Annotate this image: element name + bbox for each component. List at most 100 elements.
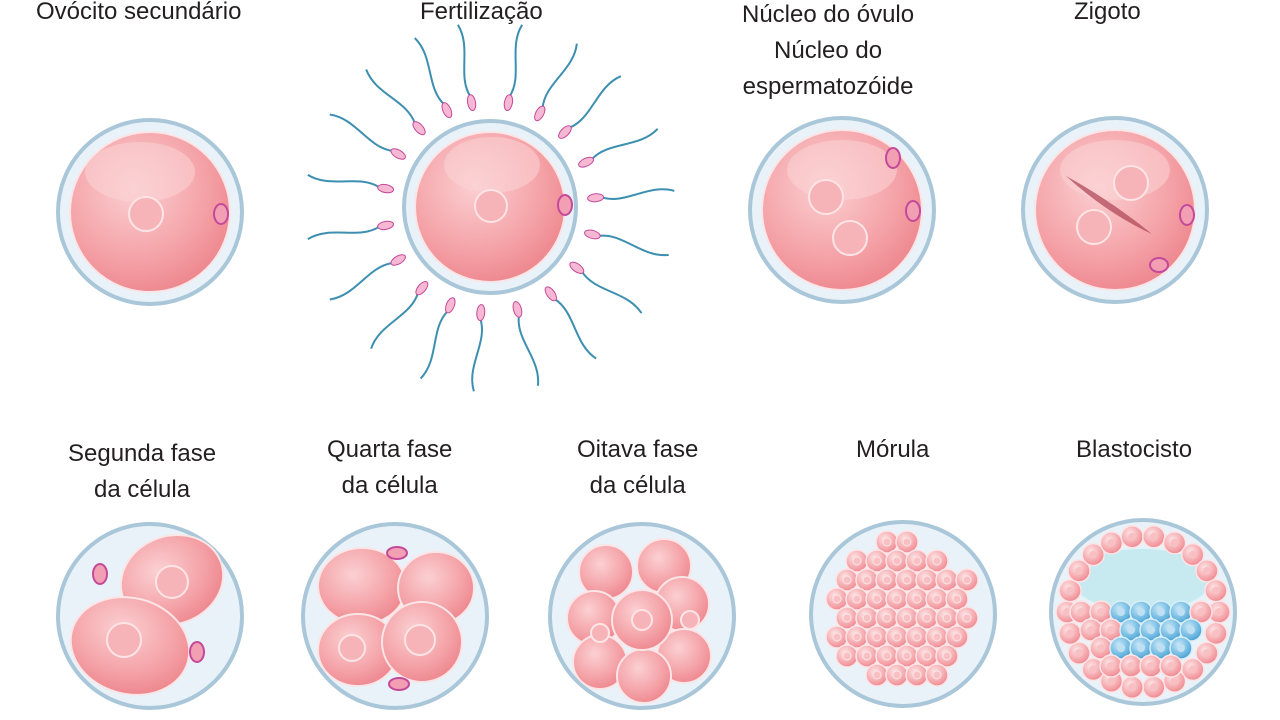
morula-cell bbox=[835, 644, 859, 668]
sperm bbox=[419, 297, 456, 380]
label-quarta-fase: Quarta fase da célula bbox=[327, 432, 452, 504]
nucleus bbox=[1076, 209, 1112, 245]
morula-cell bbox=[865, 549, 889, 573]
label-nucleos: Núcleo do óvulo Núcleo do espermatozóide bbox=[742, 0, 914, 105]
label-line: Mórula bbox=[856, 436, 930, 463]
morula-cell bbox=[865, 625, 889, 649]
morula-cell bbox=[875, 644, 899, 668]
polar-body bbox=[388, 677, 410, 691]
morula-cell bbox=[915, 606, 939, 630]
label-line: espermatozóide bbox=[742, 73, 914, 100]
sperm bbox=[457, 24, 477, 112]
morula-cell bbox=[865, 663, 889, 687]
stage-morula bbox=[809, 520, 997, 708]
sperm-cells bbox=[307, 24, 675, 392]
label-line: Zigoto bbox=[1074, 0, 1141, 25]
label-line: Núcleo do bbox=[774, 37, 883, 64]
sperm-nucleus bbox=[832, 220, 868, 256]
polar-body bbox=[386, 546, 408, 560]
label-line: Blastocisto bbox=[1076, 436, 1193, 463]
polar-body bbox=[1149, 257, 1169, 273]
stage-ovocito bbox=[56, 118, 244, 306]
stage-segunda bbox=[56, 522, 244, 710]
label-line: da célula bbox=[341, 472, 438, 499]
sperm bbox=[365, 69, 426, 136]
sperm bbox=[503, 24, 523, 112]
sperm bbox=[414, 37, 453, 119]
label-oitava-fase: Oitava fase da célula bbox=[577, 432, 698, 504]
sperm bbox=[587, 188, 675, 203]
morula-cell bbox=[905, 587, 929, 611]
morula-cell bbox=[825, 587, 849, 611]
morula-cell bbox=[935, 568, 959, 592]
morula-cell bbox=[925, 625, 949, 649]
stage-blastocisto bbox=[1049, 518, 1237, 706]
morula-cell bbox=[835, 606, 859, 630]
label-ovocito-secundario: Ovócito secundário bbox=[36, 0, 241, 30]
polar-body bbox=[213, 203, 229, 225]
label-blastocisto: Blastocisto bbox=[1076, 432, 1192, 468]
morula-cell bbox=[905, 549, 929, 573]
egg-nucleus bbox=[808, 179, 844, 215]
stage-zigoto bbox=[1021, 116, 1209, 304]
morula-cell bbox=[905, 625, 929, 649]
sperm bbox=[569, 261, 643, 314]
sperm bbox=[471, 304, 486, 392]
sperm bbox=[329, 254, 406, 301]
morula-cell bbox=[925, 549, 949, 573]
morula-cell bbox=[875, 530, 899, 554]
morula-cell bbox=[855, 606, 879, 630]
morula-cell bbox=[895, 530, 919, 554]
morula-cell bbox=[885, 625, 909, 649]
morula-cell bbox=[955, 568, 979, 592]
nucleus bbox=[474, 189, 508, 223]
stage-oitava bbox=[548, 522, 736, 710]
sperm bbox=[534, 43, 578, 122]
morula-cell bbox=[875, 568, 899, 592]
sperm bbox=[512, 301, 540, 386]
morula-cell bbox=[945, 587, 969, 611]
inner-cell-mass bbox=[1069, 600, 1213, 678]
sperm bbox=[307, 220, 395, 240]
sperm bbox=[558, 75, 622, 139]
label-zigoto: Zigoto bbox=[1074, 0, 1141, 30]
morula-cell bbox=[935, 606, 959, 630]
morula-cell bbox=[905, 663, 929, 687]
label-line: Ovócito secundário bbox=[36, 0, 242, 25]
label-segunda-fase: Segunda fase da célula bbox=[68, 436, 216, 508]
label-line: Oitava fase bbox=[577, 436, 699, 463]
label-fertilizacao: Fertilização bbox=[420, 0, 543, 30]
morula-cell bbox=[865, 587, 889, 611]
nucleus bbox=[1113, 165, 1149, 201]
label-line: da célula bbox=[589, 472, 686, 499]
sperm bbox=[584, 229, 669, 257]
morula-cell bbox=[945, 625, 969, 649]
polar-body bbox=[189, 641, 205, 663]
polar-body bbox=[1179, 204, 1195, 226]
polar-body bbox=[905, 200, 921, 222]
label-line: Núcleo do óvulo bbox=[742, 1, 915, 28]
morula-cell bbox=[935, 644, 959, 668]
label-line: Fertilização bbox=[420, 0, 543, 25]
polar-body bbox=[557, 194, 573, 216]
sperm bbox=[307, 174, 395, 194]
stage-fertilizacao bbox=[307, 24, 675, 392]
morula-cell bbox=[835, 568, 859, 592]
morula-cell bbox=[875, 606, 899, 630]
sperm bbox=[544, 286, 597, 360]
morula-cell bbox=[955, 606, 979, 630]
label-line: Segunda fase bbox=[68, 440, 217, 467]
morula-cell bbox=[885, 663, 909, 687]
polar-body bbox=[92, 563, 108, 585]
morula-cell bbox=[825, 625, 849, 649]
sperm bbox=[329, 113, 406, 160]
polar-body bbox=[885, 147, 901, 169]
sperm bbox=[370, 281, 429, 350]
label-morula: Mórula bbox=[856, 432, 929, 468]
nucleus bbox=[128, 196, 164, 232]
label-line: Quarta fase bbox=[327, 436, 453, 463]
label-line: da célula bbox=[94, 476, 191, 503]
spindle bbox=[1066, 176, 1152, 234]
stage-quarta bbox=[301, 522, 489, 710]
